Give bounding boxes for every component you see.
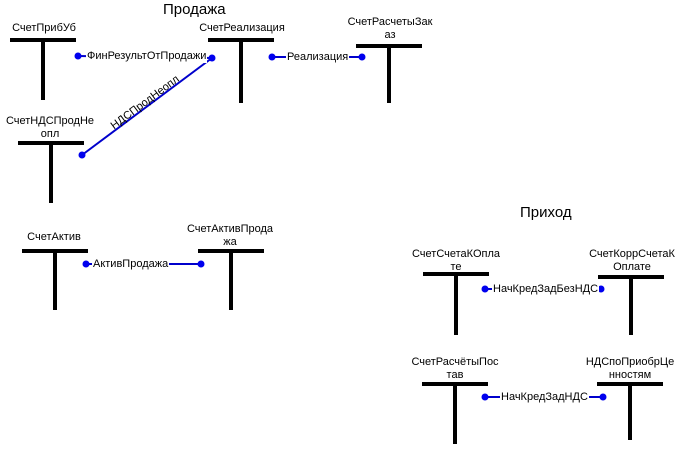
account-title-line: СчетРеализация: [199, 22, 285, 34]
account-title-line: СчетАктивПрода: [186, 223, 274, 235]
t-account-shape-ndspopriobrtsennostyam[interactable]: [597, 382, 663, 440]
account-title: СчетПрибУб: [8, 22, 80, 35]
link-dot[interactable]: [78, 151, 86, 159]
link-label-nachkredzadbeznds: НачКредЗадБезНДС: [492, 283, 600, 296]
account-title-line: СчетРасчётыПос: [411, 356, 499, 368]
link-label-finresult: ФинРезультОтПродажи: [86, 50, 208, 63]
connection-dots: [74, 52, 607, 401]
account-title: СчетРеализация: [196, 22, 288, 35]
account-title: СчетРасчётыПос тав: [407, 356, 503, 382]
account-title-line: тав: [446, 369, 464, 381]
account-title-line: аз: [384, 29, 396, 41]
link-dot[interactable]: [74, 52, 82, 60]
connector-lines: [77, 55, 603, 398]
link-label-aktivprodazha: АктивПродажа: [92, 258, 170, 271]
account-title-line: СчетРасчетыЗак: [347, 16, 433, 28]
account-title: НДСпоПриобрЦе нностям: [582, 356, 678, 382]
t-account-shapes: [10, 38, 664, 444]
account-title-line: СчетПрибУб: [12, 22, 76, 34]
link-label-nachkredzadnds: НачКредЗадНДС: [500, 391, 589, 404]
t-account-shape-schetaktivprodazha[interactable]: [198, 249, 264, 310]
link-dot[interactable]: [597, 285, 605, 293]
section-header-income: Приход: [520, 204, 572, 221]
account-title: СчетСчетаКОпла те: [408, 248, 504, 274]
t-account-shape-schetpribub[interactable]: [10, 38, 76, 100]
account-title-line: СчетКоррСчетаК: [589, 248, 675, 260]
link-dot[interactable]: [481, 285, 489, 293]
account-title-line: Оплате: [613, 261, 651, 273]
link-dot[interactable]: [208, 54, 216, 62]
link-dot[interactable]: [358, 53, 366, 61]
link-label-realizatsiya: Реализация: [286, 51, 350, 64]
link-dot[interactable]: [481, 393, 489, 401]
link-dot[interactable]: [268, 53, 276, 61]
account-title-line: СчетНДСПродНе: [5, 115, 95, 127]
account-title-line: жа: [223, 236, 237, 248]
account-title-line: нностям: [608, 369, 652, 381]
account-title-line: те: [450, 261, 462, 273]
account-title-line: опл: [40, 128, 60, 140]
link-dot[interactable]: [82, 260, 90, 268]
t-account-shape-schetraschetypostav[interactable]: [422, 382, 488, 444]
t-account-shape-schetndsprodneopl[interactable]: [18, 141, 84, 203]
t-account-shape-schetrealizatsiya[interactable]: [208, 38, 274, 103]
link-label-ndsprodneopl: НДСПродНеопл: [109, 73, 182, 132]
account-title: СчетРасчетыЗак аз: [344, 16, 436, 42]
t-account-shape-schetschetakoplate[interactable]: [423, 272, 489, 335]
link-dot[interactable]: [197, 260, 205, 268]
link-line-ndsprodneopl[interactable]: [81, 57, 213, 156]
account-title: СчетКоррСчетаК Оплате: [584, 248, 680, 274]
t-account-shape-schetraschetyzakaz[interactable]: [356, 44, 422, 103]
account-title-line: НДСпоПриобрЦе: [585, 356, 675, 368]
account-title: СчетАктивПрода жа: [184, 223, 276, 249]
account-title-line: СчетАктив: [27, 231, 81, 243]
t-account-shape-schetkorrschetakoplate[interactable]: [598, 275, 664, 335]
link-dot[interactable]: [599, 393, 607, 401]
account-title: СчетНДСПродНе опл: [4, 115, 96, 141]
account-title-line: СчетСчетаКОпла: [411, 248, 500, 260]
account-title: СчетАктив: [18, 231, 90, 244]
section-header-sale: Продажа: [163, 1, 226, 18]
t-account-shape-schetaktiv[interactable]: [22, 249, 88, 310]
